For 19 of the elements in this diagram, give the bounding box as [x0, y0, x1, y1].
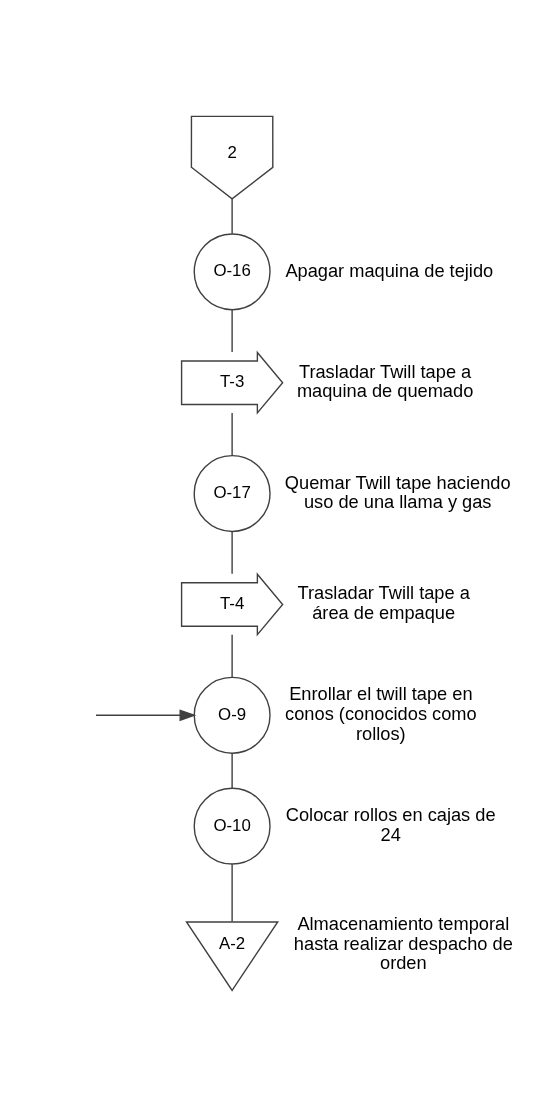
node-label: Trasladar Twill tape a área de empaque [297, 581, 470, 623]
connector [231, 752, 233, 789]
arrow [95, 708, 197, 721]
node-label: Quemar Twill tape haciendo uso de una llama y gas [284, 471, 511, 512]
connector [231, 530, 233, 574]
connector [231, 411, 233, 456]
node-label: Trasladar Twill tape a maquina de quemado [296, 360, 474, 401]
connector [231, 197, 233, 234]
node-label: Colocar rollos en cajas de 24 [285, 803, 496, 845]
connector [231, 633, 233, 678]
node-circle: O-17 [193, 454, 271, 532]
connector [231, 308, 233, 353]
node-circle: O-16 [193, 232, 271, 310]
node-circle: O-10 [193, 787, 271, 865]
node-label: Almacenamiento temporal hasta realizar despacho de orden [293, 912, 513, 973]
connector [231, 863, 233, 922]
node-label: Enrollar el twill tape en conos (conocidos como rollos) [285, 682, 477, 744]
node-label: Apagar maquina de tejido [285, 259, 494, 281]
node-circle: O-9 [193, 676, 271, 754]
